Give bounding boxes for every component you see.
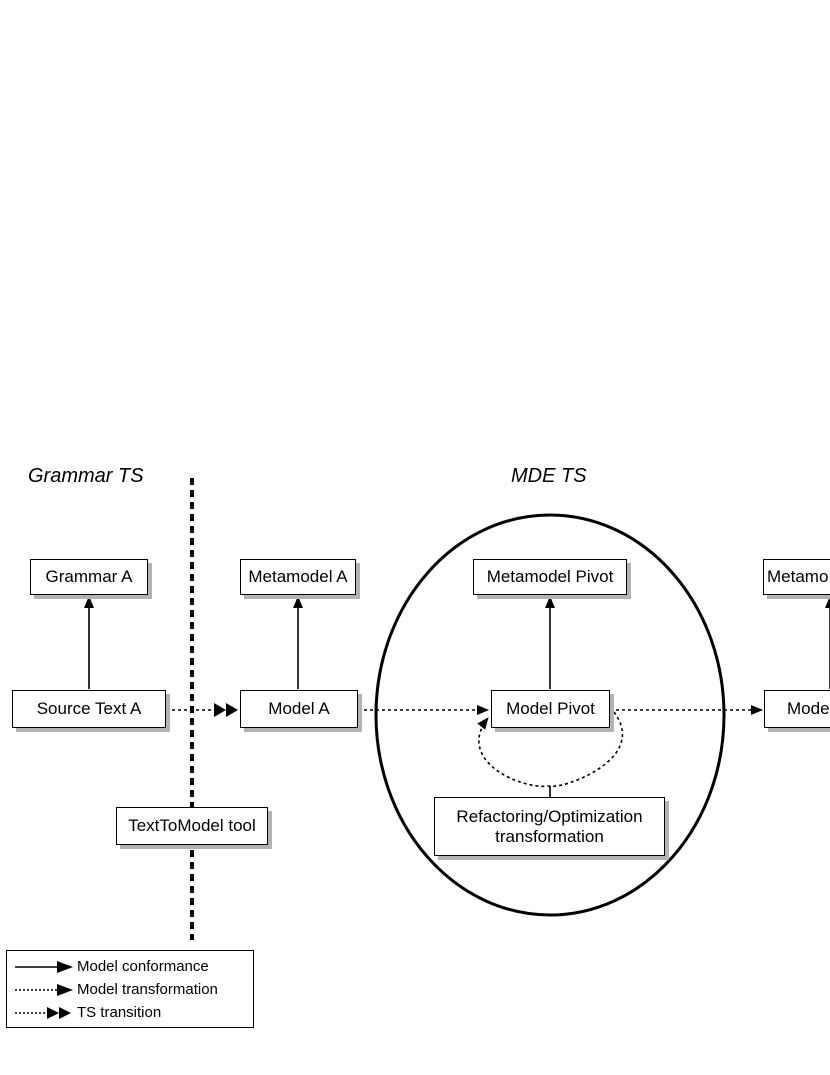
legend-ts-transition-label: TS transition <box>77 1004 162 1021</box>
model-pivot-node: Model Pivot <box>491 690 610 728</box>
grammar-ts-label: Grammar TS <box>28 465 144 487</box>
legend-transformation-symbol <box>15 984 73 996</box>
model-b-node: Mode <box>764 690 830 728</box>
mde-ts-ellipse <box>374 513 726 917</box>
legend-row-ts-transition: TS transition <box>7 1003 253 1023</box>
metamodel-b-node: Metamo <box>763 559 830 595</box>
grammar-a-node: Grammar A <box>30 559 148 595</box>
refactoring-transformation-node: Refactoring/Optimization transformation <box>434 797 665 856</box>
metamodel-a-node: Metamodel A <box>240 559 356 595</box>
refactoring-label-line2: transformation <box>495 826 604 846</box>
mde-ts-label: MDE TS <box>511 465 587 487</box>
text-to-model-tool-node: TextToModel tool <box>116 807 268 845</box>
refactoring-label-line1: Refactoring/Optimization <box>456 806 643 826</box>
legend-ts-transition-symbol <box>15 1007 71 1019</box>
ts-transition-arrowhead-1 <box>214 703 226 717</box>
source-text-a-node: Source Text A <box>12 690 166 728</box>
legend-conformance-label: Model conformance <box>77 958 209 975</box>
legend: Model conformance Model transformation T… <box>6 950 254 1028</box>
legend-row-transformation: Model transformation <box>7 980 253 1000</box>
legend-conformance-symbol <box>15 961 73 973</box>
legend-transformation-label: Model transformation <box>77 981 218 998</box>
model-a-node: Model A <box>240 690 358 728</box>
legend-row-conformance: Model conformance <box>7 957 253 977</box>
metamodel-pivot-node: Metamodel Pivot <box>473 559 627 595</box>
ts-transition-arrowhead-2 <box>226 703 238 717</box>
